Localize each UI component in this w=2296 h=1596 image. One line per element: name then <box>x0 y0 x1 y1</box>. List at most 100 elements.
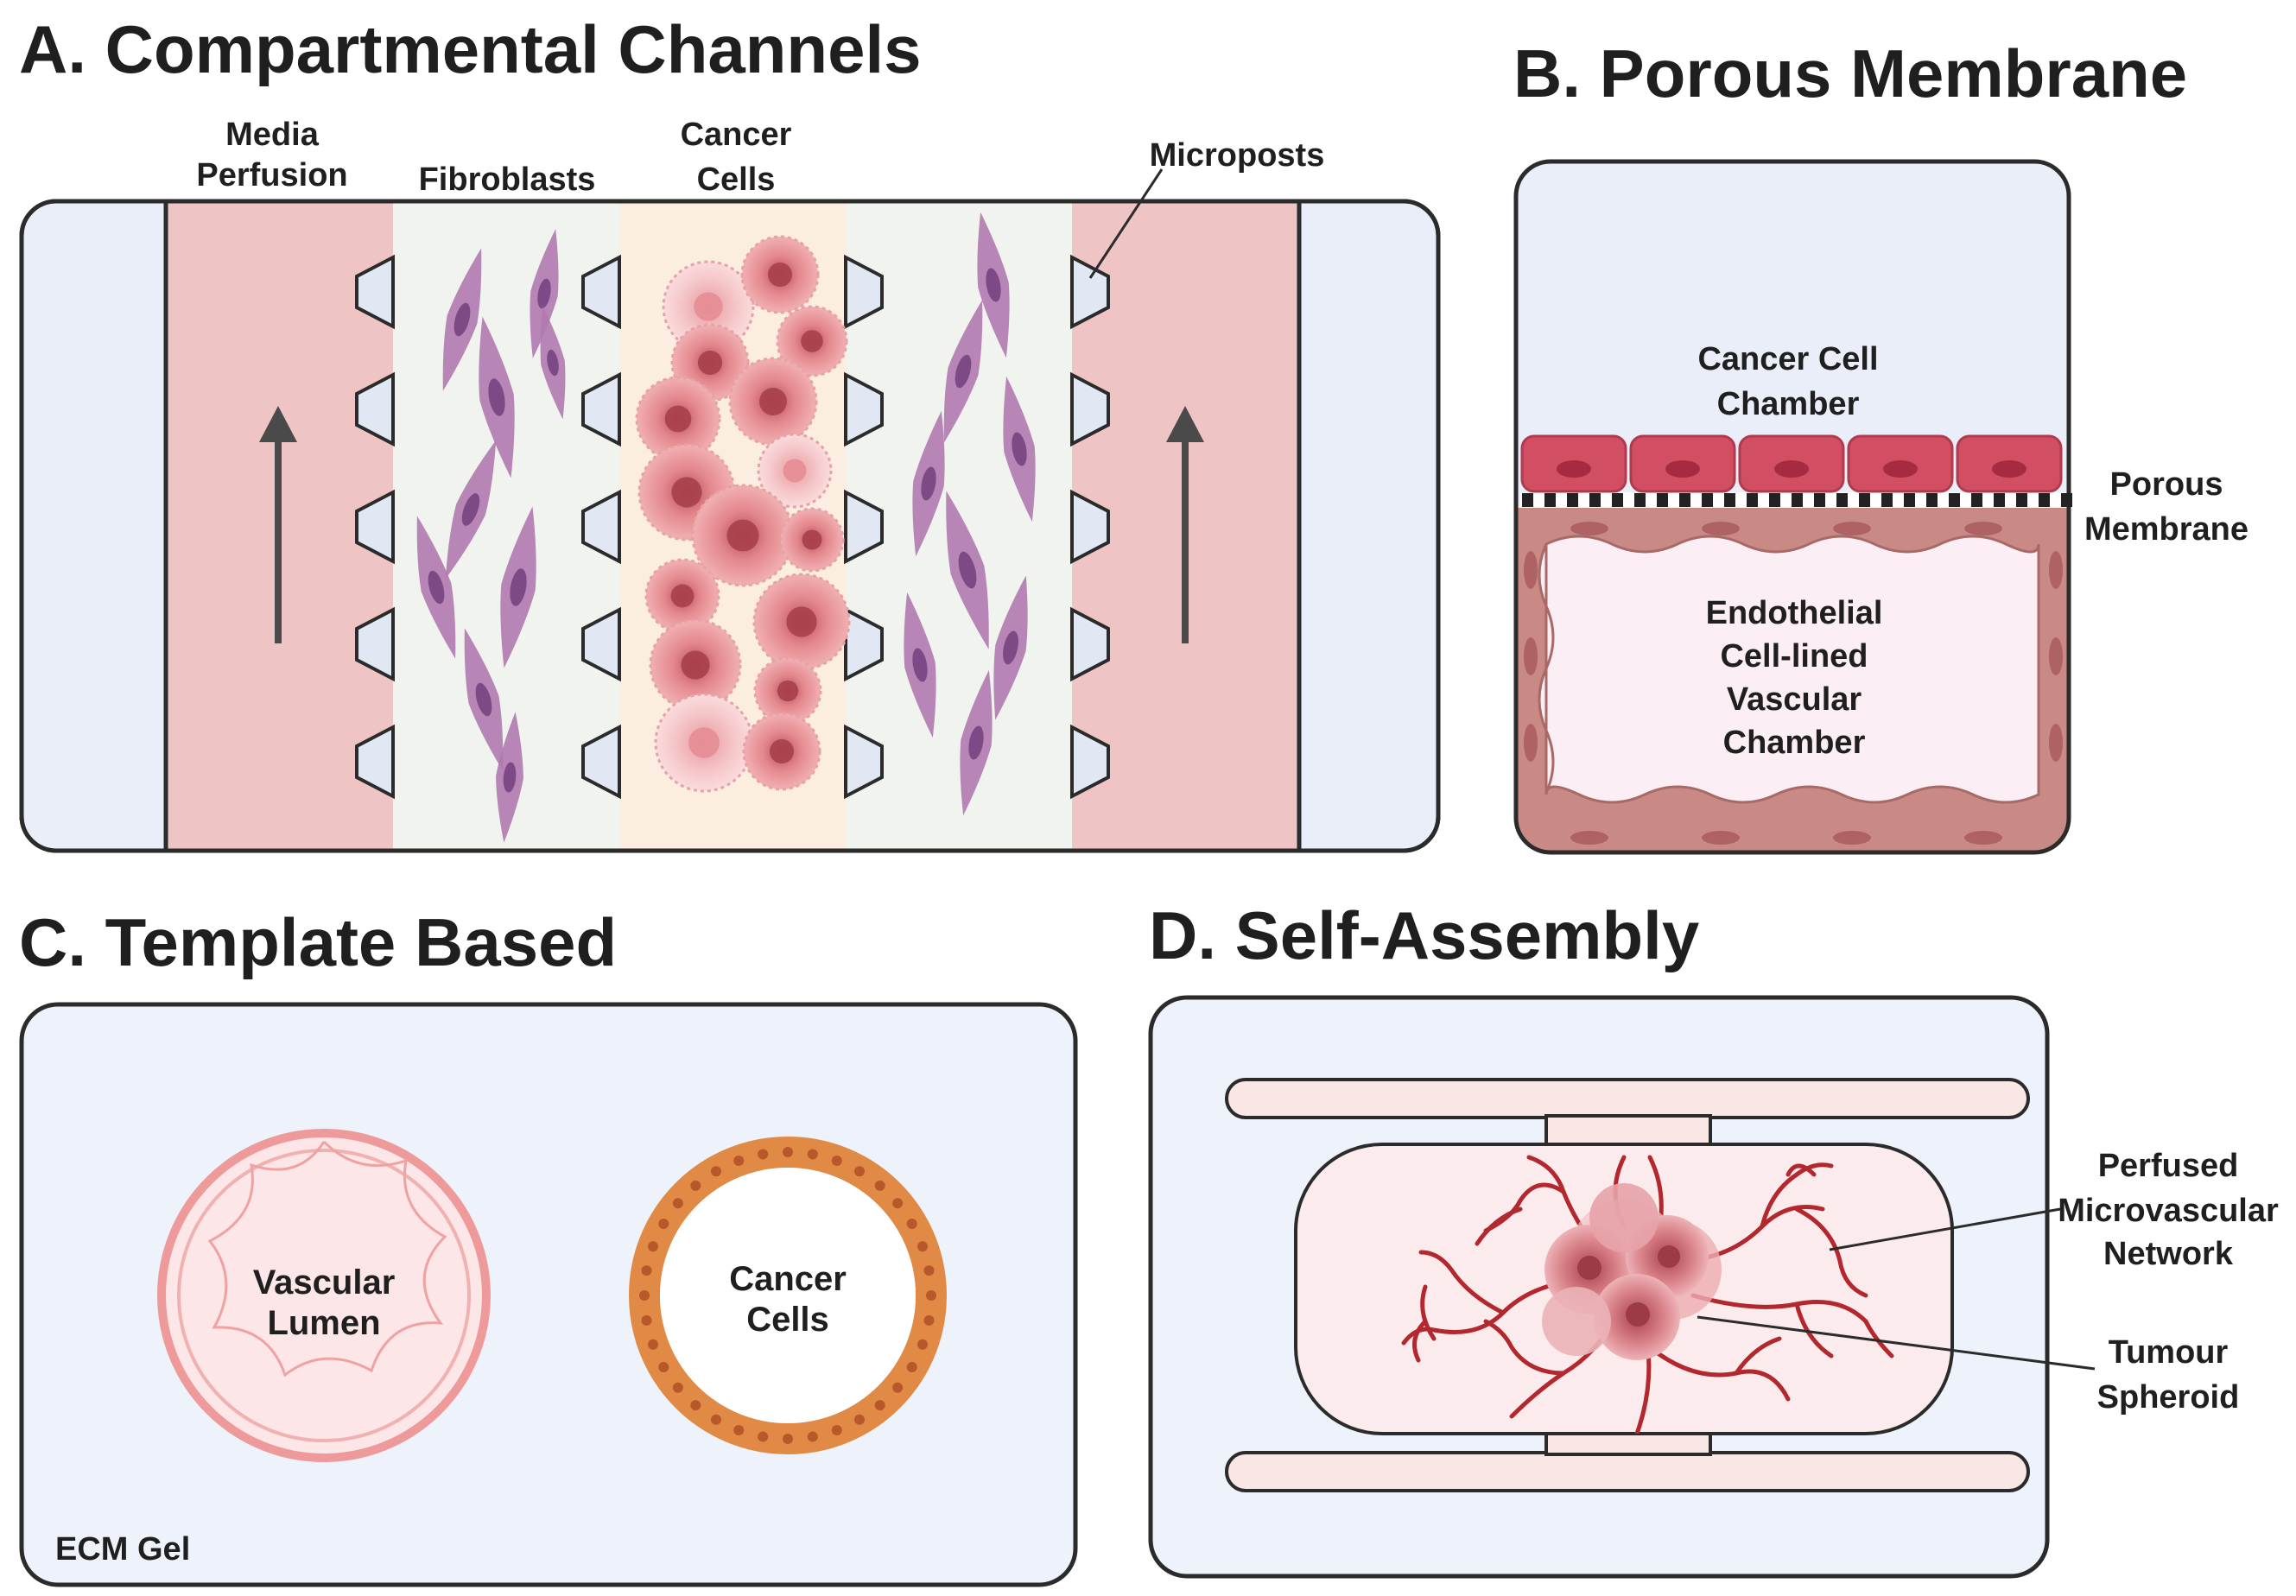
micropost <box>581 489 621 565</box>
panel-d-title: D. Self-Assembly <box>1149 897 1699 973</box>
micropost <box>355 254 395 330</box>
label-network: Perfused Microvascular Network <box>2058 1148 2279 1272</box>
cancer-cell-nucleus <box>777 680 799 702</box>
connector-top <box>1544 1114 1712 1147</box>
endothelial-nucleus <box>1964 831 2002 845</box>
micropost <box>1070 489 1110 565</box>
fibroblast-nucleus <box>537 278 551 309</box>
micropost <box>844 724 884 800</box>
micropost <box>355 724 395 800</box>
label-porous-membrane-line1: Porous <box>2110 466 2223 503</box>
cancer-ring-cell <box>733 1156 745 1167</box>
endothelial-nucleus <box>1833 831 1871 845</box>
label-cancer-chamber-line2: Chamber <box>1717 386 1860 422</box>
cancer-cell-cluster <box>635 235 851 793</box>
membrane-pore <box>1814 493 1825 507</box>
panel-c-title: C. Template Based <box>19 904 617 980</box>
cancer-cell-nucleus <box>783 459 807 483</box>
membrane-pore <box>1679 493 1690 507</box>
endothelial-nucleus <box>1833 522 1871 535</box>
label-cancer-cells-a-line1: Cancer <box>681 117 792 153</box>
cancer-ring-cell <box>641 1314 652 1326</box>
cancer-ring-cell <box>874 1180 885 1191</box>
label-cancer-chamber: Cancer Cell Chamber <box>1697 341 1878 422</box>
membrane-pore <box>1859 493 1870 507</box>
endothelial-nucleus <box>1702 831 1740 845</box>
label-ecm-gel: ECM Gel <box>55 1531 190 1568</box>
endothelial-nucleus <box>1964 522 2002 535</box>
panel-b: B. Porous Membrane Cancer Cell Chamber P… <box>1513 35 2248 855</box>
label-vascular-lumen-line2: Lumen <box>267 1304 380 1342</box>
fibroblast <box>1003 376 1036 522</box>
fibroblast-nucleus <box>955 354 972 389</box>
fibroblast <box>500 506 536 668</box>
fibroblast <box>912 410 945 557</box>
cancer-ring-cell <box>923 1265 935 1276</box>
fibroblast-nucleus <box>488 378 505 416</box>
fibroblast-nucleus <box>968 725 984 760</box>
micropost <box>844 371 884 447</box>
fibroblast <box>943 300 983 443</box>
label-media-perfusion: Media Perfusion <box>196 117 347 193</box>
endothelial-nucleus <box>2049 724 2063 762</box>
membrane-pore <box>1792 493 1803 507</box>
label-microposts: Microposts <box>1150 137 1325 174</box>
membrane-pore <box>1522 493 1533 507</box>
cancer-ring-cell <box>783 1434 793 1444</box>
membrane-pore <box>2016 493 2027 507</box>
tumour-spheroid <box>1542 1183 1722 1360</box>
cancer-ring-cell <box>641 1265 652 1276</box>
fibroblast <box>540 306 566 420</box>
fibroblast <box>442 248 482 391</box>
micropost <box>844 489 884 565</box>
membrane-pore <box>1657 493 1668 507</box>
cancer-cell-nucleus <box>767 262 793 288</box>
label-network-line3: Network <box>2103 1236 2234 1272</box>
cancer-ring-cell <box>807 1431 818 1442</box>
panel-a: A. Compartmental Channels M <box>19 11 1441 853</box>
cancer-cell-monolayer <box>1520 434 2063 493</box>
label-cancer-cells-a: Cancer Cells <box>681 117 792 198</box>
media-channel-top <box>1225 1078 2030 1119</box>
cancer-ring-cell <box>758 1149 769 1160</box>
membrane-pore <box>1724 493 1735 507</box>
cancer-ring-cell <box>783 1147 793 1157</box>
membrane-pore <box>1971 493 1982 507</box>
leader-spheroid <box>1697 1315 2096 1371</box>
membrane-pore <box>1836 493 1848 507</box>
cancer-ring-cell <box>758 1431 769 1442</box>
cancer-ring-cell <box>854 1414 865 1425</box>
cancer-cell-nucleus <box>694 292 723 321</box>
chip-a-outline <box>19 199 1441 853</box>
micropost <box>581 606 621 682</box>
label-spheroid-line1: Tumour <box>2109 1334 2229 1371</box>
vascular-chamber-lumen <box>1538 535 2040 804</box>
fibroblast <box>479 316 515 478</box>
cancer-ring-cell <box>892 1198 904 1209</box>
membrane-pore <box>1949 493 1960 507</box>
media-channel-bottom <box>1225 1451 2030 1492</box>
cancer-ring-cell <box>733 1424 745 1435</box>
fibroblast <box>530 229 559 358</box>
cancer-ring-cell <box>690 1180 701 1191</box>
label-cancer-cells-c-line2: Cells <box>746 1301 829 1339</box>
membrane-pore <box>1589 493 1601 507</box>
label-media-perfusion-line1: Media <box>225 117 320 153</box>
cancer-ring-cell <box>926 1290 936 1301</box>
cancer-ring-cell <box>874 1400 885 1411</box>
cancer-ring-cell <box>672 1382 683 1393</box>
cancer-ring-cell <box>711 1414 721 1425</box>
label-vascular-chamber-line3: Vascular <box>1727 681 1862 718</box>
cancer-ring-cell <box>658 1362 669 1372</box>
fibroblast-nucleus <box>510 568 527 606</box>
cancer-monolayer-nucleus <box>1774 460 1809 478</box>
fibroblast-nucleus <box>461 493 480 526</box>
cancer-cell-nucleus <box>681 650 710 680</box>
fibroblast-nucleus <box>912 648 928 682</box>
label-cancer-cells-c-line1: Cancer <box>729 1260 847 1298</box>
label-spheroid-line2: Spheroid <box>2097 1379 2240 1416</box>
cancer-ring-cell <box>639 1290 650 1301</box>
flow-arrow-right <box>1166 406 1204 643</box>
cancer-ring-cells <box>639 1147 936 1444</box>
